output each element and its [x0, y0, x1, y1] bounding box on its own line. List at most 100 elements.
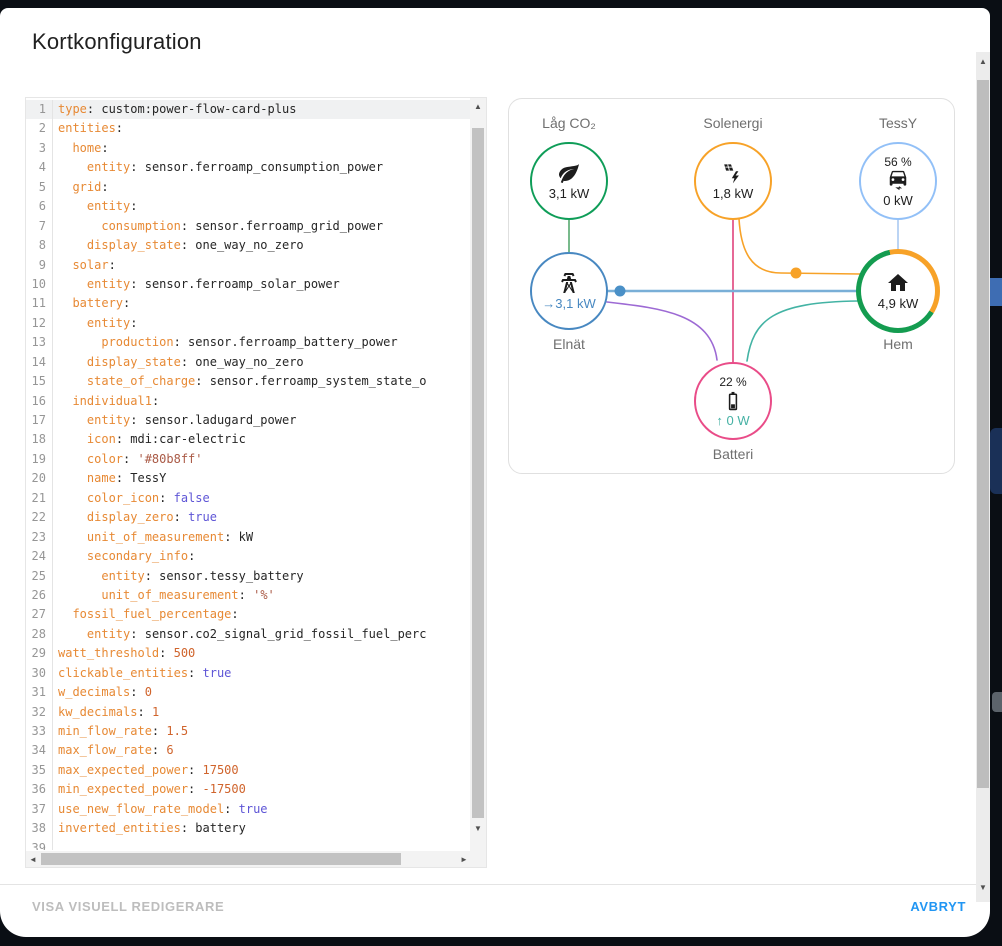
line-number: 2 [26, 119, 53, 138]
dialog-footer: VISA VISUELL REDIGERARE AVBRYT [0, 885, 990, 937]
yaml-editor[interactable]: 1type: custom:power-flow-card-plus2 entit… [25, 97, 487, 868]
dialog-title: Kortkonfiguration [32, 29, 202, 55]
home-label: Hem [828, 336, 968, 352]
code-text: min_expected_power: -17500 [53, 780, 471, 799]
code-line-27: 27 fossil_fuel_percentage: [26, 605, 471, 624]
tessy-node[interactable]: 56 %0 kW [859, 142, 937, 220]
code-line-23: 23 unit_of_measurement: kW [26, 528, 471, 547]
leaf-icon-wrap [557, 161, 581, 185]
editor-vertical-scrollbar[interactable]: ▲ ▼ [470, 98, 486, 852]
backdrop-fragment [992, 692, 1002, 712]
code-line-31: 31w_decimals: 0 [26, 683, 471, 702]
grid-label: Elnät [499, 336, 639, 352]
code-text: consumption: sensor.ferroamp_grid_power [53, 217, 471, 236]
line-number: 23 [26, 528, 53, 547]
code-text: unit_of_measurement: kW [53, 528, 471, 547]
code-text: display_state: one_way_no_zero [53, 353, 471, 372]
code-text: battery: [53, 294, 471, 313]
code-line-8: 8 display_state: one_way_no_zero [26, 236, 471, 255]
code-text: display_state: one_way_no_zero [53, 236, 471, 255]
code-line-22: 22 display_zero: true [26, 508, 471, 527]
scroll-up-button[interactable]: ▲ [470, 98, 486, 114]
scroll-left-button[interactable]: ◄ [26, 851, 40, 867]
code-text: entity: sensor.tessy_battery [53, 567, 471, 586]
line-number: 34 [26, 741, 53, 760]
flow-dot [791, 268, 802, 279]
code-text [53, 839, 471, 850]
scroll-down-button[interactable]: ▼ [470, 820, 486, 836]
battery-node[interactable]: 22 %↑ 0 W [694, 362, 772, 440]
cancel-button[interactable]: AVBRYT [910, 899, 966, 914]
battery-secondary-info: 22 % [719, 375, 746, 389]
line-number: 3 [26, 139, 53, 158]
code-text: kw_decimals: 1 [53, 703, 471, 722]
line-number: 5 [26, 178, 53, 197]
code-line-34: 34max_flow_rate: 6 [26, 741, 471, 760]
code-text: color_icon: false [53, 489, 471, 508]
line-number: 38 [26, 819, 53, 838]
code-text: w_decimals: 0 [53, 683, 471, 702]
code-line-35: 35max_expected_power: 17500 [26, 761, 471, 780]
dialog-scrollbar-thumb[interactable] [977, 80, 989, 788]
battery-label: Batteri [663, 446, 803, 462]
line-number: 15 [26, 372, 53, 391]
code-line-33: 33min_flow_rate: 1.5 [26, 722, 471, 741]
code-line-18: 18 icon: mdi:car-electric [26, 430, 471, 449]
code-text: inverted_entities: battery [53, 819, 471, 838]
code-line-25: 25 entity: sensor.tessy_battery [26, 567, 471, 586]
code-text: state_of_charge: sensor.ferroamp_system_… [53, 372, 471, 391]
line-number: 16 [26, 392, 53, 411]
dialog-scroll-up-button[interactable]: ▲ [976, 54, 990, 68]
code-text: entity: sensor.co2_signal_grid_fossil_fu… [53, 625, 471, 644]
show-visual-editor-button[interactable]: VISA VISUELL REDIGERARE [32, 899, 224, 914]
code-text: entity: [53, 197, 471, 216]
code-line-17: 17 entity: sensor.ladugard_power [26, 411, 471, 430]
code-line-36: 36min_expected_power: -17500 [26, 780, 471, 799]
code-text: production: sensor.ferroamp_battery_powe… [53, 333, 471, 352]
code-text: max_flow_rate: 6 [53, 741, 471, 760]
car-electric-icon-wrap [887, 170, 909, 192]
code-text: solar: [53, 256, 471, 275]
code-line-20: 20 name: TessY [26, 469, 471, 488]
code-text: home: [53, 139, 471, 158]
editor-hscrollbar-thumb[interactable] [41, 853, 401, 865]
card-configuration-dialog: Kortkonfiguration 1type: custom:power-fl… [0, 8, 990, 937]
line-number: 32 [26, 703, 53, 722]
dialog-scrollbar[interactable]: ▲ ▼ [976, 52, 990, 902]
home-icon [886, 271, 910, 295]
grid-node[interactable]: →3,1 kW [530, 252, 608, 330]
code-text: color: '#80b8ff' [53, 450, 471, 469]
code-line-4: 4 entity: sensor.ferroamp_consumption_po… [26, 158, 471, 177]
home-node[interactable]: 4,9 kW [856, 249, 940, 333]
solar-node[interactable]: 1,8 kW [694, 142, 772, 220]
scroll-right-button[interactable]: ► [457, 851, 471, 867]
backdrop-fragment [990, 278, 1002, 306]
backdrop-fragment [990, 428, 1002, 494]
code-text: entity: sensor.ladugard_power [53, 411, 471, 430]
code-line-5: 5 grid: [26, 178, 471, 197]
line-number: 24 [26, 547, 53, 566]
transmission-tower-icon-wrap [557, 271, 581, 295]
line-number: 8 [26, 236, 53, 255]
code-text: display_zero: true [53, 508, 471, 527]
code-text: min_flow_rate: 1.5 [53, 722, 471, 741]
code-text: grid: [53, 178, 471, 197]
dialog-scroll-down-button[interactable]: ▼ [976, 880, 990, 894]
code-text: name: TessY [53, 469, 471, 488]
yaml-editor-content[interactable]: 1type: custom:power-flow-card-plus2 entit… [26, 98, 471, 850]
editor-vscrollbar-thumb[interactable] [472, 128, 484, 818]
leaf-icon [557, 161, 581, 185]
editor-horizontal-scrollbar[interactable]: ◄ ► [26, 851, 471, 867]
backdrop [990, 0, 1002, 946]
line-number: 33 [26, 722, 53, 741]
code-line-28: 28 entity: sensor.co2_signal_grid_fossil… [26, 625, 471, 644]
low-co2-node[interactable]: 3,1 kW [530, 142, 608, 220]
code-line-37: 37use_new_flow_rate_model: true [26, 800, 471, 819]
code-line-30: 30clickable_entities: true [26, 664, 471, 683]
line-number: 17 [26, 411, 53, 430]
line-number: 10 [26, 275, 53, 294]
line-number: 14 [26, 353, 53, 372]
code-text: use_new_flow_rate_model: true [53, 800, 471, 819]
code-line-1: 1type: custom:power-flow-card-plus [26, 100, 471, 119]
code-line-29: 29watt_threshold: 500 [26, 644, 471, 663]
